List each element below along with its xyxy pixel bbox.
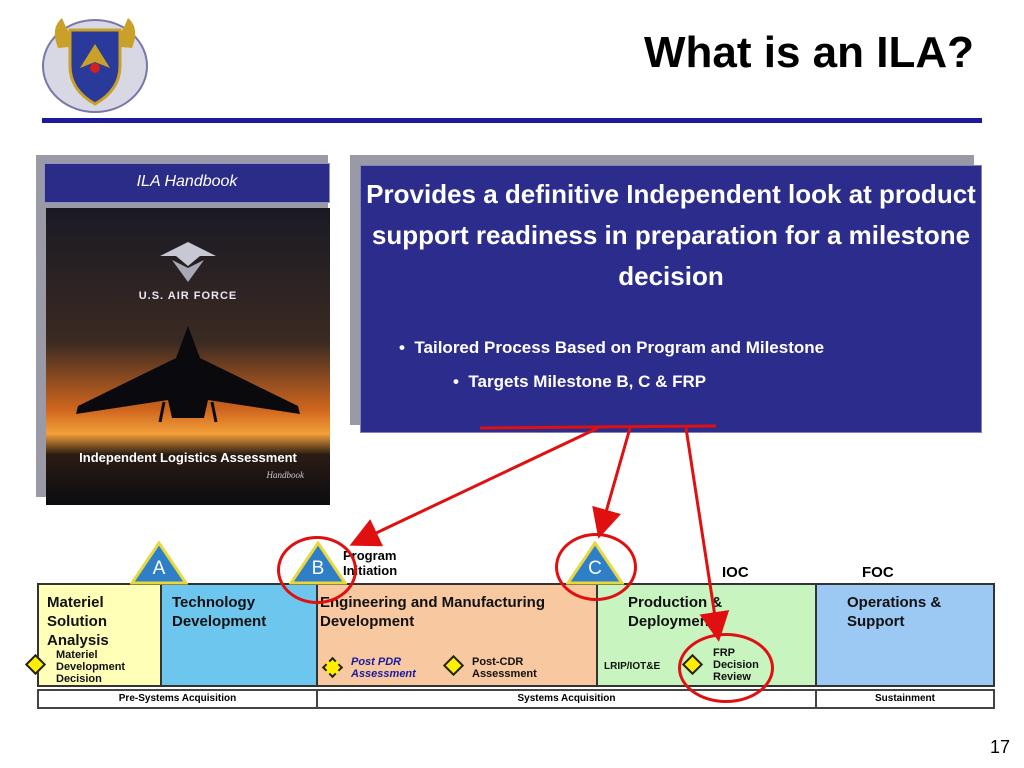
post-pdr-label: Post PDR Assessment [351,656,416,680]
page-number: 17 [989,737,1010,757]
mdd-label: Materiel Development Decision [56,649,126,685]
jet-silhouette-icon [76,326,300,423]
phase-emd-label: Engineering and Manufacturing Developmen… [320,594,546,630]
arrow-to-frp [684,427,730,642]
title-rule [42,118,982,123]
info-headline: Provides a definitive Independent look a… [366,179,976,291]
foc-label: FOC [862,564,894,581]
phase-msa-label: Materiel Solution Analysis [47,594,109,649]
slide-title: What is an ILA? [644,28,974,77]
milestone-a-label: A [152,558,166,579]
phase-os-label: Operations & Support [847,594,942,630]
phase-td-label: Technology Development [172,594,267,630]
handbook-header: ILA Handbook [44,163,330,203]
info-bullet-2: • Targets Milestone B, C & FRP [453,372,707,391]
info-box: Provides a definitive Independent look a… [360,165,982,433]
highlight-circle-b [277,536,357,604]
handbook-cover-image: U.S. AIR FORCE Independent Logistics Ass… [46,208,330,505]
arrow-to-c [592,427,632,539]
cover-title: Independent Logistics Assessment [79,450,297,465]
milestone-a: A [129,540,189,585]
arrow-bar [479,424,717,430]
info-bullet-1-text: Tailored Process Based on Program and Mi… [414,338,825,357]
arrow-to-b [349,426,599,547]
phase-td: Technology Development [160,583,318,687]
phase-emd: Engineering and Manufacturing Developmen… [316,583,598,687]
ioc-label: IOC [722,564,749,581]
shield-logo [40,8,150,116]
post-cdr-label: Post-CDR Assessment [472,656,537,680]
phase-os: Operations & Support [815,583,995,687]
air-force-logo-icon [160,242,216,282]
info-bullet-2-text: Targets Milestone B, C & FRP [468,372,707,391]
lrip-label: LRIP/IOT&E [604,661,661,672]
phase-pd-label: Production & Deployment [628,594,723,630]
bar-sustainment: Sustainment [815,689,995,709]
cover-subtitle: Handbook [266,470,305,480]
cover-brand: U.S. AIR FORCE [138,290,238,302]
info-bullet-1: • Tailored Process Based on Program and … [399,338,825,357]
phase-msa: Materiel Solution Analysis [37,583,162,687]
